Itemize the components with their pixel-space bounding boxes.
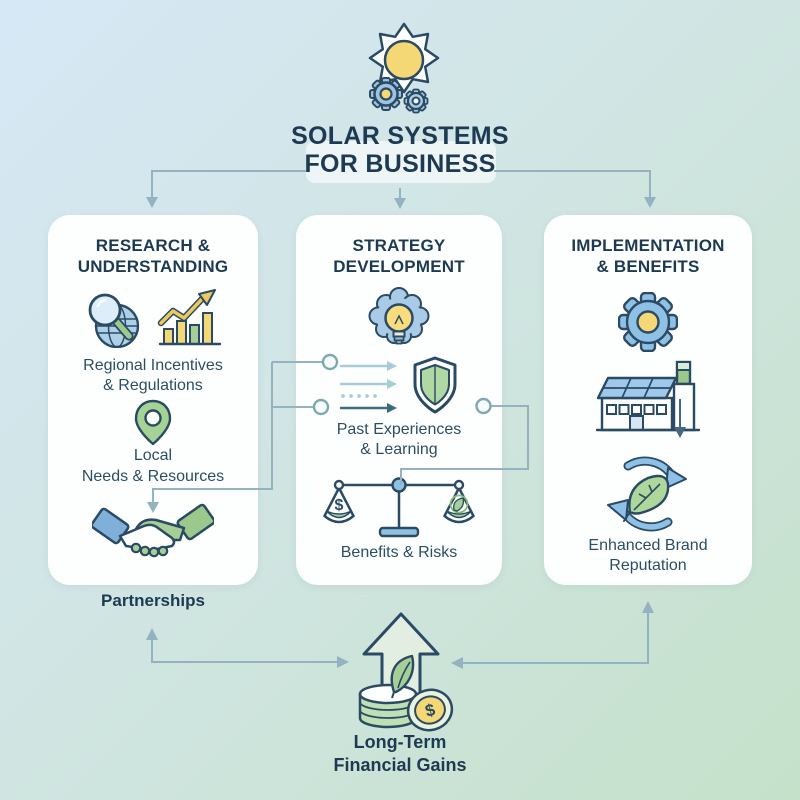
page-title: SOLAR SYSTEMS FOR BUSINESS	[250, 122, 550, 178]
shield-icon	[413, 356, 457, 413]
card-strategy: STRATEGY DEVELOPMENT	[296, 215, 502, 585]
gear-icon	[618, 291, 678, 352]
recycle-leaf-icon	[607, 456, 687, 531]
globe-magnifier-icon	[88, 293, 140, 348]
connector-partnerships-to-gains	[151, 633, 338, 663]
strategy-icon-row	[339, 356, 459, 416]
label-long-term-gains: Long-Term Financial Gains	[333, 732, 467, 776]
brain-lightbulb-icon	[368, 286, 430, 344]
arrowhead-up-implementation	[642, 601, 654, 613]
page-title-line1: SOLAR SYSTEMS	[291, 122, 509, 150]
card-research: RESEARCH & UNDERSTANDING Regional Incent…	[48, 215, 258, 585]
strategy-header: STRATEGY DEVELOPMENT	[333, 236, 465, 277]
up-arrow-coins-leaf-icon: $	[358, 612, 454, 732]
connector-gains-to-implementation	[462, 605, 649, 664]
balance-scale-icon: $	[323, 477, 475, 538]
arrowhead-up-partnerships	[146, 628, 158, 640]
arrowhead-down-center	[394, 198, 406, 209]
research-header: RESEARCH & UNDERSTANDING	[77, 236, 229, 277]
implementation-header: IMPLEMENTATION & BENEFITS	[571, 236, 725, 277]
title-plate	[306, 141, 496, 183]
label-benefits-risks: Benefits & Risks	[340, 544, 458, 562]
solar-factory-icon	[596, 360, 700, 431]
growth-chart-icon	[157, 288, 222, 345]
arrowhead-down-right	[644, 197, 656, 208]
label-regional-incentives: Regional Incentives & Regulations	[83, 356, 223, 395]
location-pin-icon	[134, 399, 172, 446]
page-title-line2: FOR BUSINESS	[304, 149, 496, 178]
dollar-sign: $	[335, 497, 344, 514]
research-icon-row	[83, 288, 223, 348]
label-local-needs: Local Needs & Resources	[81, 447, 225, 485]
label-partnerships: Partnerships	[101, 591, 205, 610]
arrowhead-down-left	[146, 197, 158, 208]
card-implementation: IMPLEMENTATION & BENEFITS	[544, 215, 752, 585]
label-past-experiences: Past Experiences & Learning	[336, 420, 462, 459]
label-enhanced-brand: Enhanced Brand Reputation	[588, 536, 708, 575]
sun-gears-icon	[368, 22, 440, 114]
arrows-right-icon	[339, 360, 397, 413]
handshake-icon	[92, 503, 214, 557]
